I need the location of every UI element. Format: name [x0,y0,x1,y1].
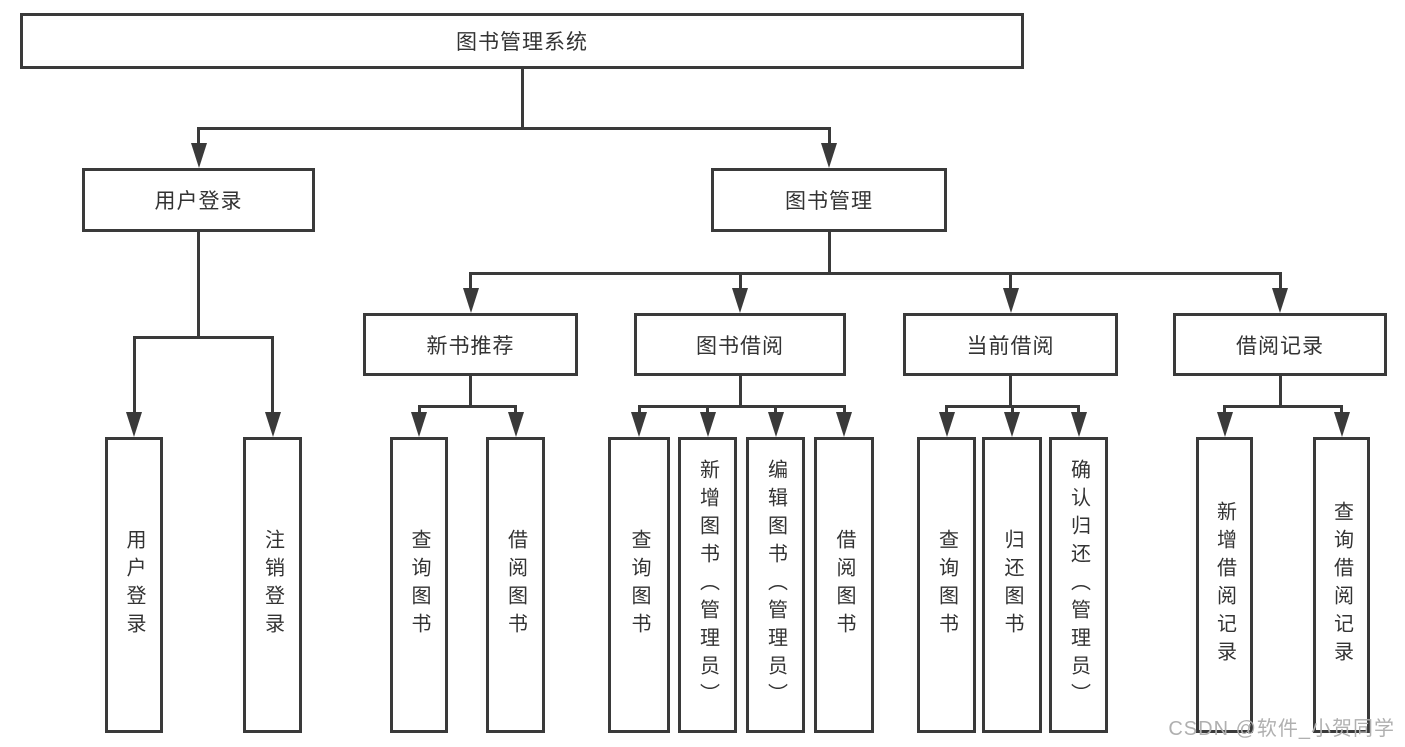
node-new-book: 新书推荐 [363,313,578,376]
arrowhead-confirm-return [1070,412,1087,437]
arrowhead-add-book [699,412,716,437]
connector-book-borrow-stem [738,376,742,408]
arrowhead-new-book [462,288,479,313]
leaf-borrow-book-2: 借阅图书 [814,437,874,733]
arrowhead-book-borrow [732,288,748,313]
leaf-add-borrow-record: 新增借阅记录 [1196,437,1253,733]
arrowhead-book-management [821,143,837,168]
node-borrow-record: 借阅记录 [1173,313,1387,376]
arrowhead-query-book-3 [938,412,955,437]
connector-borrow-record-bus [1223,405,1343,408]
connector-book-management-bus [469,272,1282,275]
leaf-edit-book-admin: 编辑图书（管理员） [746,437,805,733]
connector-user-login-stem [197,232,200,339]
connector-root-bus [197,127,831,130]
arrowhead-borrow-record [1272,288,1288,313]
leaf-add-book-admin: 新增图书（管理员） [678,437,737,733]
arrowhead-edit-book [767,412,784,437]
arrowhead-query-book-1 [411,412,427,437]
connector-book-management-stem [827,232,831,275]
arrowhead-return-book [1004,412,1020,437]
connector-drop-login-leaf [132,336,136,418]
connector-drop-current-borrow [1009,272,1012,296]
connector-new-book-stem [469,376,472,408]
leaf-query-book-1: 查询图书 [390,437,448,733]
connector-new-book-bus [417,405,517,408]
connector-borrow-record-stem [1278,376,1282,408]
connector-user-login-bus [132,336,274,339]
node-root: 图书管理系统 [20,13,1024,69]
node-book-management: 图书管理 [711,168,947,232]
leaf-confirm-return-admin: 确认归还（管理员） [1049,437,1108,733]
leaf-logout: 注销登录 [243,437,302,733]
arrowhead-add-record [1216,412,1233,437]
leaf-query-borrow-record: 查询借阅记录 [1313,437,1370,733]
arrowhead-query-book-2 [631,412,647,437]
connector-drop-user-login [197,127,200,151]
leaf-borrow-book-1: 借阅图书 [486,437,545,733]
arrowhead-login-leaf [126,412,142,437]
csdn-watermark: CSDN @软件_小贺同学 [1168,718,1395,740]
leaf-user-login: 用户登录 [105,437,163,733]
node-user-login: 用户登录 [82,168,315,232]
connector-drop-book-borrow [738,272,742,296]
connector-current-borrow-stem [1009,376,1012,408]
leaf-query-book-2: 查询图书 [608,437,670,733]
arrowhead-logout-leaf [264,412,281,437]
connector-drop-book-management [827,127,831,151]
leaf-query-book-3: 查询图书 [917,437,976,733]
node-current-borrow: 当前借阅 [903,313,1118,376]
connector-book-borrow-bus [637,405,846,408]
leaf-return-book: 归还图书 [982,437,1042,733]
connector-root-stem [520,69,524,129]
arrowhead-user-login [190,143,207,168]
connector-drop-logout-leaf [271,336,274,418]
arrowhead-query-record [1333,412,1350,437]
arrowhead-borrow-book-2 [836,412,852,437]
arrowhead-borrow-book-1 [507,412,524,437]
node-book-borrow: 图书借阅 [634,313,846,376]
arrowhead-current-borrow [1002,288,1019,313]
connector-drop-new-book [469,272,472,296]
connector-drop-borrow-record [1278,272,1282,296]
